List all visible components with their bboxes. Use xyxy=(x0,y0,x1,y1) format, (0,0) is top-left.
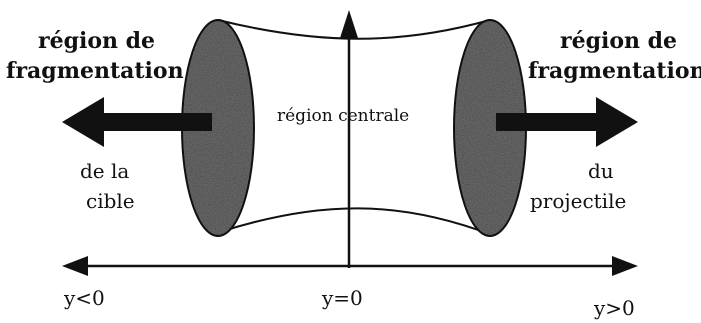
tube-upper-curve xyxy=(217,19,491,40)
axis-label-zero: y=0 xyxy=(321,286,363,310)
label-right-region-line1: région de xyxy=(560,28,677,54)
label-central-region: région centrale xyxy=(277,106,409,126)
axis-label-negative: y<0 xyxy=(63,286,105,310)
left-thick-arrow xyxy=(62,97,212,147)
rapidity-axis xyxy=(62,256,638,276)
tube-lower-curve xyxy=(219,207,493,236)
label-left-region-line2: fragmentation xyxy=(6,58,184,84)
label-right-region-line2: fragmentation xyxy=(528,58,701,84)
label-left-target-line2: cible xyxy=(86,189,135,213)
label-right-projectile-line1: du xyxy=(588,159,614,183)
vertical-axis xyxy=(340,10,358,268)
axis-label-positive: y>0 xyxy=(593,296,635,320)
label-left-target-line1: de la xyxy=(80,159,129,183)
label-left-region-line1: région de xyxy=(38,28,155,54)
right-thick-arrow xyxy=(496,97,638,147)
label-right-projectile-line2: projectile xyxy=(530,189,626,213)
left-fragmentation-disk xyxy=(181,19,255,237)
right-fragmentation-disk xyxy=(453,19,527,237)
